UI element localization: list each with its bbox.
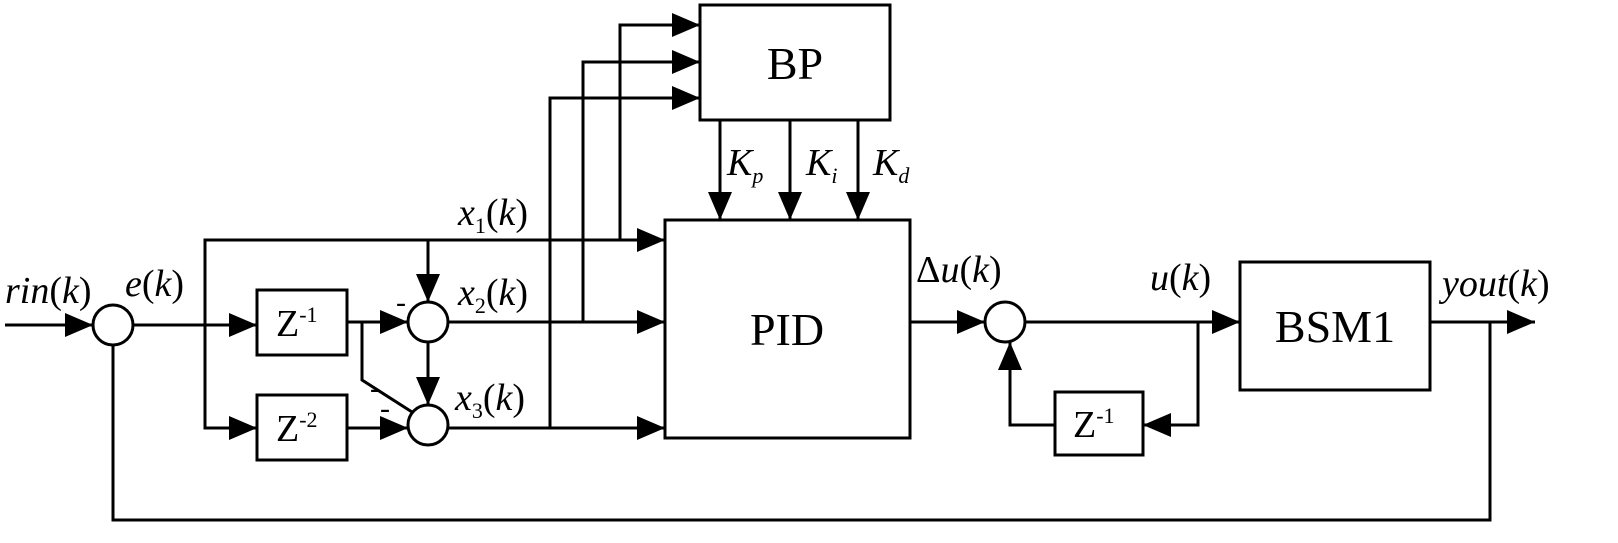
signal-label-x3: x3(k): [454, 377, 525, 423]
delay-z2-label: Z-2: [276, 407, 318, 450]
sum-junction-x3: [406, 403, 450, 447]
minus-sign-sum-x2: -: [396, 286, 406, 319]
gain-label-ki: Ki: [805, 142, 837, 188]
signal-label-delta-u: Δu(k): [916, 249, 1002, 291]
sum-junction-x2: [406, 300, 450, 344]
signal-label-x2: x2(k): [457, 272, 528, 318]
bsm1-plant-block[interactable]: [1238, 260, 1432, 392]
signal-label-x1: x1(k): [457, 192, 528, 238]
delay-z1-label: Z-1: [276, 302, 318, 345]
bsm1-label: BSM1: [1275, 301, 1395, 352]
minus-sign-sum-x3-b: -: [380, 392, 390, 425]
signal-label-rin: rin(k): [5, 270, 92, 312]
bp-block[interactable]: [698, 3, 892, 122]
delay-z2-block[interactable]: [255, 393, 349, 462]
delay-u-block[interactable]: [1053, 390, 1145, 457]
bp-label: BP: [767, 38, 823, 89]
minus-sign-sum-x3-a: -: [370, 372, 380, 405]
signal-label-yout: yout(k): [1438, 263, 1550, 305]
gain-label-kd: Kd: [872, 142, 910, 188]
gain-label-kp: Kp: [726, 142, 763, 188]
sum-junction-control: [983, 300, 1027, 344]
delay-u-label: Z-1: [1073, 403, 1115, 446]
arrowheads: [65, 13, 1535, 440]
pid-label: PID: [750, 304, 824, 355]
signal-label-u: u(k): [1150, 257, 1211, 299]
sum-junction-error: [91, 303, 135, 347]
pid-block[interactable]: [663, 218, 912, 440]
signal-label-error: e(k): [125, 263, 184, 305]
